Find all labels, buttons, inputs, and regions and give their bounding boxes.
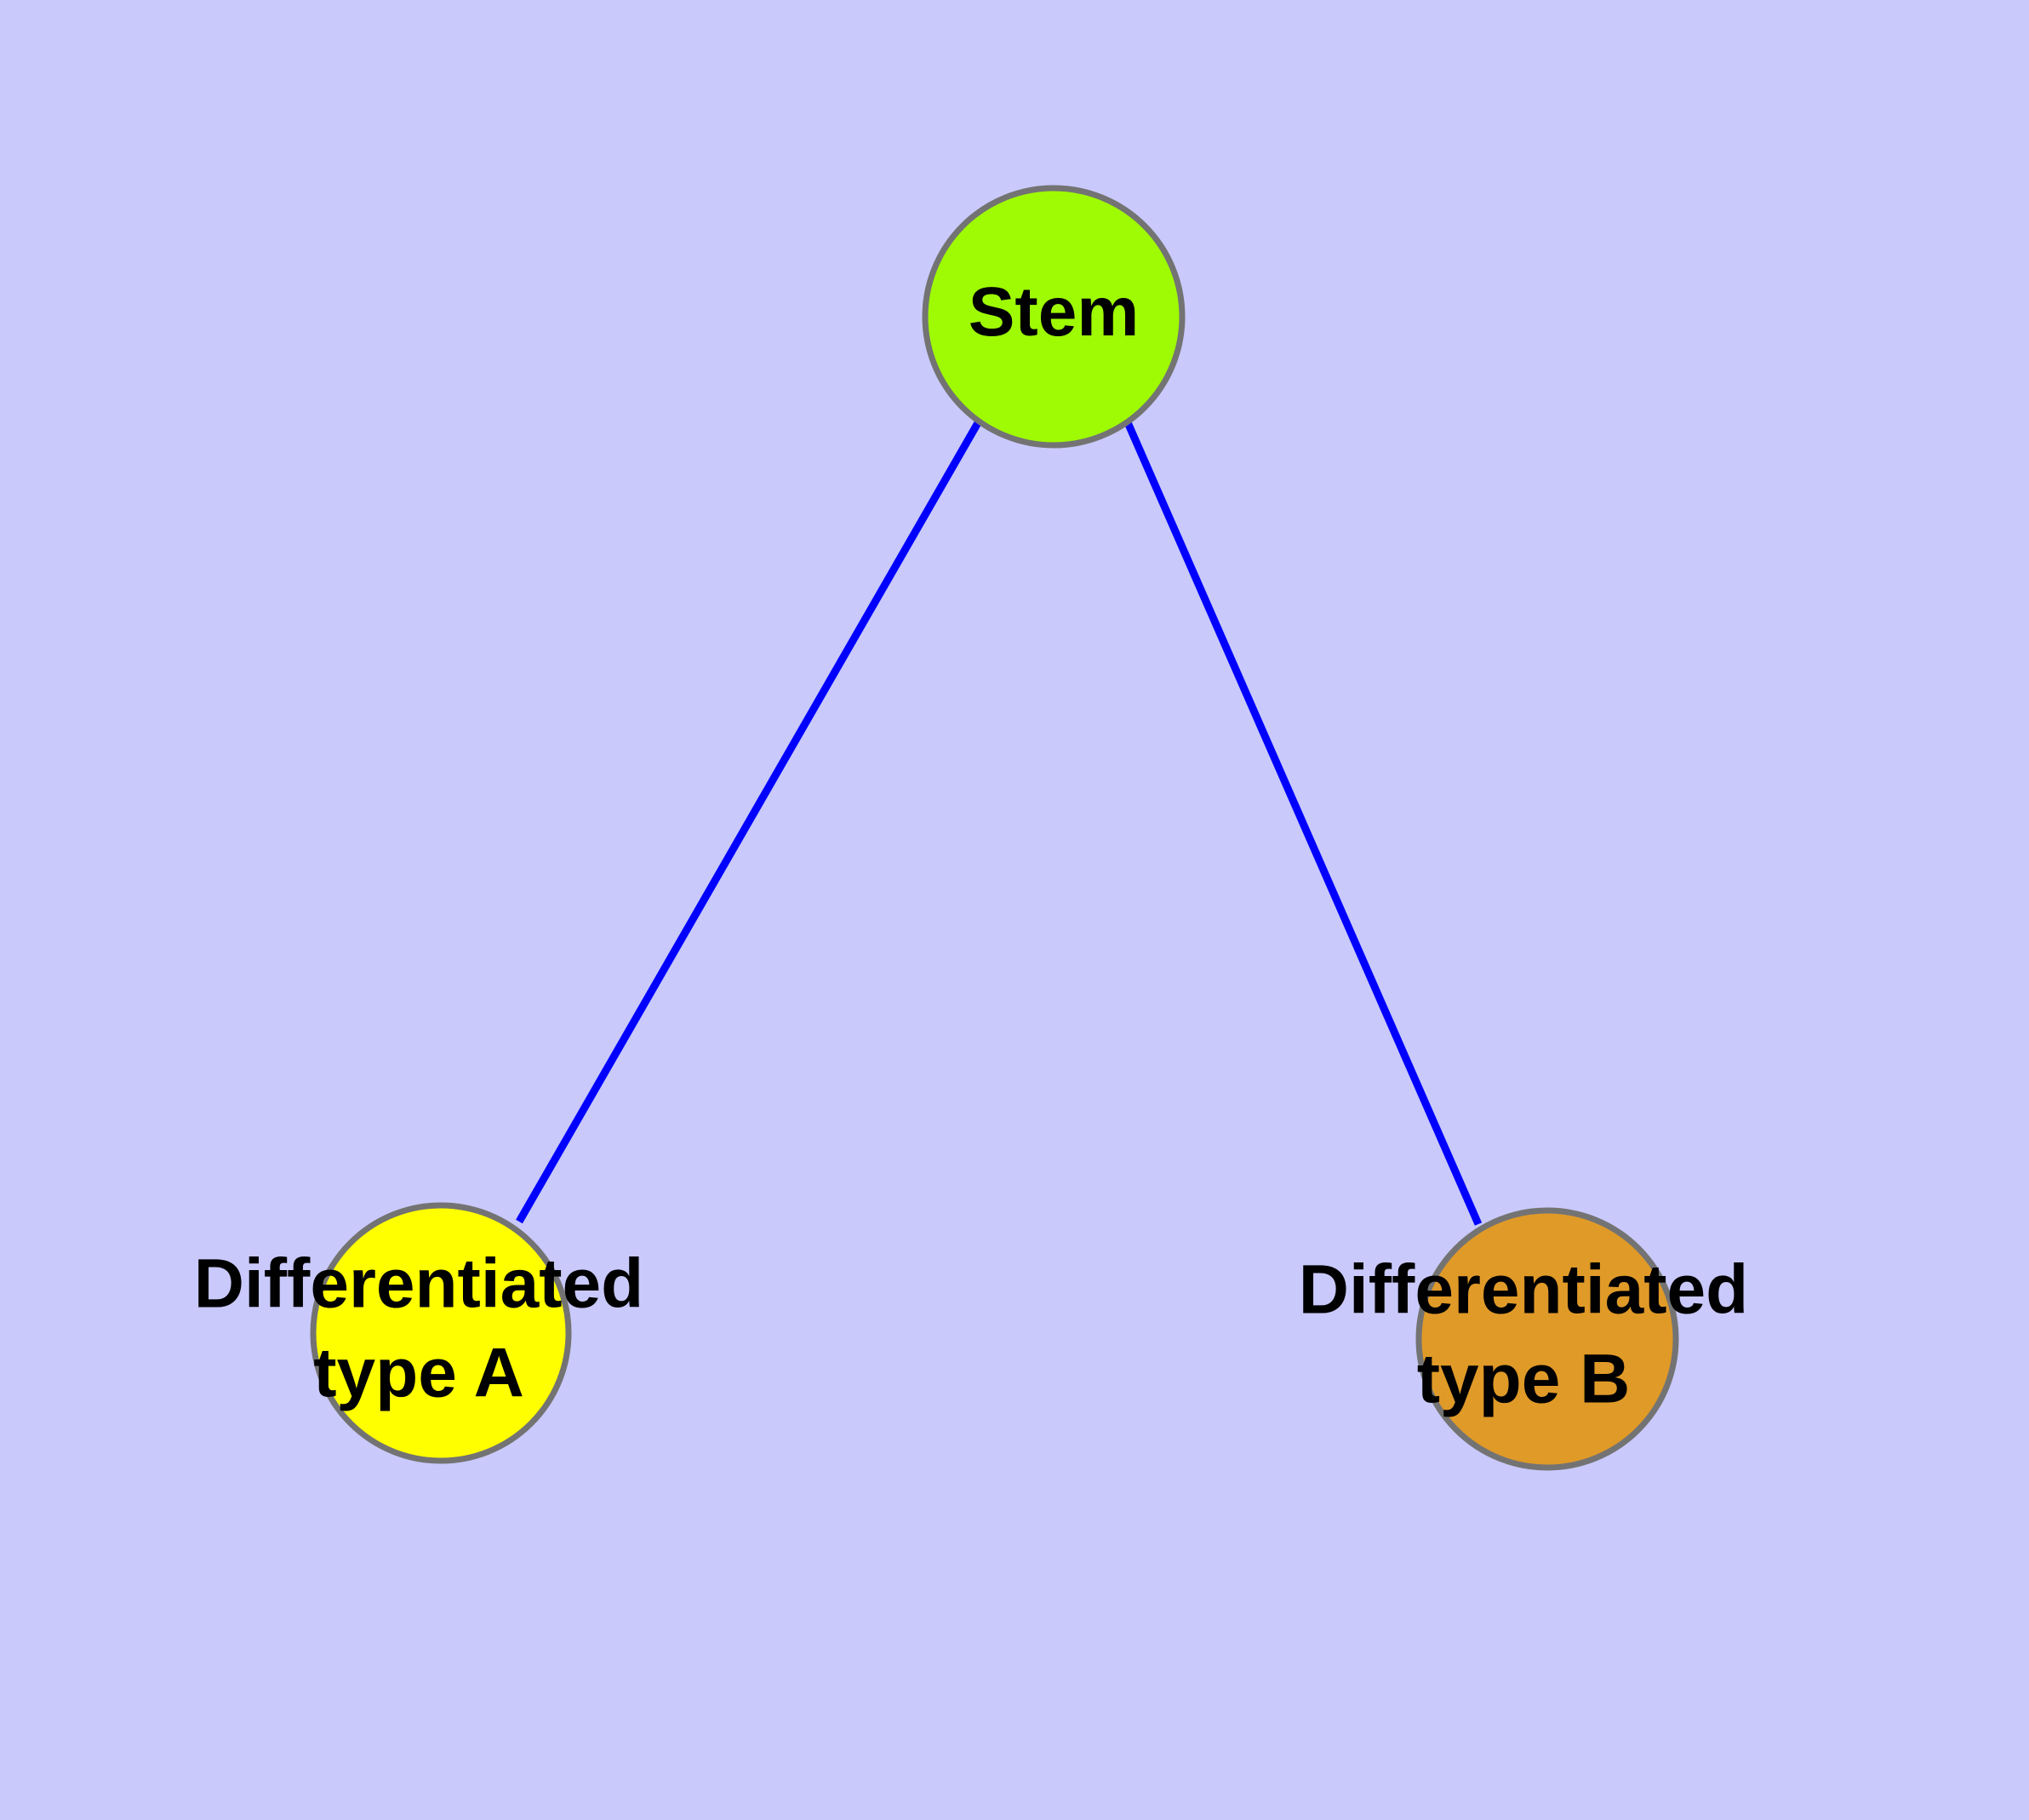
node-layer (310, 185, 1679, 1471)
edge-stem-to-diff-a[interactable] (516, 419, 982, 1224)
node-label-line: Differentiated (194, 1245, 644, 1322)
node-stem[interactable] (922, 185, 1186, 449)
node-label-differentiated-type-b: Differentiated type B (1299, 1251, 1749, 1417)
node-label-line: type B (1417, 1340, 1631, 1417)
node-label-line: type A (313, 1334, 524, 1411)
edge-layer (516, 419, 1483, 1226)
node-label-differentiated-type-a: Differentiated type A (194, 1245, 644, 1411)
node-label-stem: Stem (969, 273, 1140, 351)
node-label-line: Stem (969, 273, 1140, 351)
node-label-line: Differentiated (1299, 1251, 1749, 1328)
edge-stem-to-diff-b[interactable] (1123, 419, 1483, 1226)
node-differentiated-type-a[interactable] (310, 1202, 572, 1464)
label-layer: Stem Differentiated type A Differentiated… (194, 273, 1749, 1417)
node-differentiated-type-b[interactable] (1415, 1207, 1679, 1471)
